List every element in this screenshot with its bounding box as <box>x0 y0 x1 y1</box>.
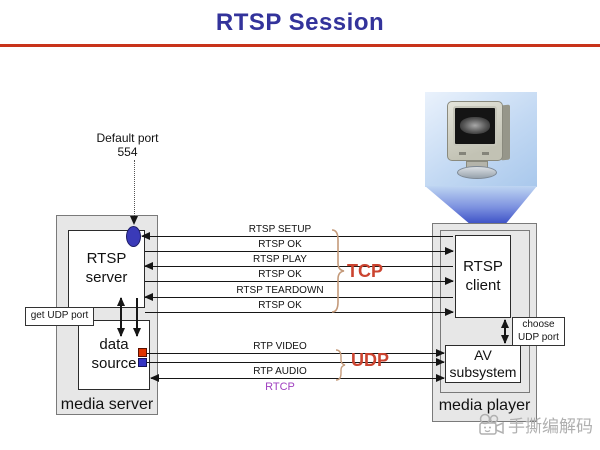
get-udp-port-text: get UDP port <box>30 310 89 322</box>
rtsp-client-box: RTSP client <box>455 235 511 318</box>
msg-label-rtcp: RTCP <box>265 381 295 393</box>
rtsp-client-label-line1: RTSP <box>463 257 503 275</box>
rtsp-server-label-line1: RTSP <box>86 250 127 268</box>
msg-label-play: RTSP PLAY <box>253 254 307 265</box>
client-av-arrow <box>501 319 509 344</box>
default-port-label: Default port <box>96 131 159 145</box>
av-subsystem-label-line1: AV <box>474 346 492 363</box>
monitor-screen <box>453 106 497 146</box>
arrow-rtsp-teardown <box>144 293 453 301</box>
monitor-button <box>459 152 466 155</box>
default-port-socket <box>126 226 141 247</box>
msg-label-rtp-video: RTP VIDEO <box>253 341 307 352</box>
default-port-pointer-line <box>134 160 135 216</box>
av-subsystem-box: AV subsystem <box>445 345 521 383</box>
server-datasource-arrow2 <box>133 298 141 337</box>
choose-udp-port-note: choose UDP port <box>512 317 565 346</box>
msg-label-teardown: RTSP TEARDOWN <box>236 285 324 296</box>
msg-label-ok1: RTSP OK <box>258 239 302 250</box>
data-source-label-line1: data <box>99 336 129 354</box>
default-port-number: 554 <box>117 145 138 159</box>
video-port-square <box>138 348 147 357</box>
watermark: 手撕编解码 <box>477 412 593 437</box>
data-source-label-line2: source <box>91 355 137 372</box>
media-server-label: media server <box>60 396 154 413</box>
choose-udp-text-line2: UDP port <box>518 331 559 343</box>
server-datasource-arrow <box>117 297 125 337</box>
title-divider <box>0 44 600 47</box>
msg-label-setup: RTSP SETUP <box>248 224 312 235</box>
msg-label-rtp-audio: RTP AUDIO <box>253 366 307 377</box>
tcp-group-label: TCP <box>347 261 383 281</box>
av-subsystem-label-line2: subsystem <box>449 364 517 380</box>
tcp-brace <box>331 229 345 313</box>
watermark-text: 手撕编解码 <box>508 417 593 436</box>
msg-label-ok2: RTSP OK <box>258 269 302 280</box>
udp-group-label: UDP <box>351 350 390 370</box>
msg-label-ok3: RTSP OK <box>258 300 302 311</box>
audio-port-square <box>138 358 147 367</box>
page-title: RTSP Session <box>215 9 385 36</box>
arrow-rtsp-setup <box>141 232 453 240</box>
funnel-shape <box>425 186 537 224</box>
udp-brace <box>335 349 346 381</box>
choose-udp-text-line1: choose <box>522 319 555 330</box>
get-udp-port-note: get UDP port <box>25 307 94 326</box>
rtsp-client-label-line2: client <box>465 276 501 294</box>
arrow-rtp-video <box>147 349 445 357</box>
arrow-rtsp-ok1 <box>145 247 454 255</box>
media-player-label: media player <box>438 397 531 414</box>
monitor-button <box>482 152 489 155</box>
arrow-rtsp-ok2 <box>145 277 454 285</box>
monitor-screen-image <box>460 117 490 134</box>
arrow-rtp-audio <box>147 358 445 366</box>
arrow-rtcp <box>150 374 445 382</box>
arrow-rtsp-ok3 <box>145 308 454 316</box>
video-camera-icon <box>479 413 504 435</box>
arrow-rtsp-play <box>144 262 453 270</box>
default-port-arrowhead <box>130 216 138 225</box>
rtsp-server-label-line2: server <box>85 269 128 286</box>
monitor-base <box>457 166 497 179</box>
